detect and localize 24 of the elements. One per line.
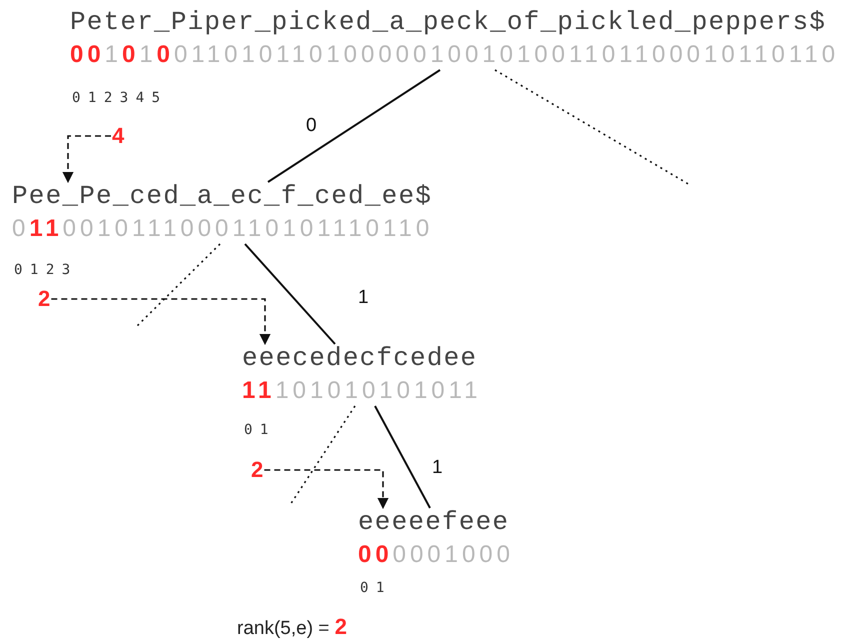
dotted-line bbox=[289, 406, 356, 506]
bit-vector: 11101010101011 bbox=[242, 376, 482, 406]
tree-branch-line bbox=[374, 406, 431, 508]
dashed-arrow bbox=[62, 135, 111, 184]
dashed-arrow bbox=[264, 469, 389, 510]
rank-count: 2 bbox=[38, 287, 50, 311]
rank-count: 4 bbox=[112, 124, 124, 148]
sequence-text: Pee_Pe_ced_a_ec_f_ced_ee$ bbox=[12, 182, 432, 210]
dotted-line bbox=[494, 69, 690, 186]
dashed-arrow bbox=[51, 298, 271, 346]
bit-vector: 000001000 bbox=[358, 540, 514, 570]
index-label: 01 bbox=[360, 580, 392, 596]
index-label: 01 bbox=[244, 422, 276, 438]
tree-branch-line bbox=[267, 69, 441, 183]
rank-result: rank(5,e) = 2 bbox=[237, 616, 347, 640]
bit-vector: 0110010111000110101110110 bbox=[12, 214, 434, 244]
sequence-text: eeeeefeee bbox=[358, 508, 510, 536]
dotted-line bbox=[134, 243, 221, 329]
sequence-text: Peter_Piper_picked_a_peck_of_pickled_peppers$ bbox=[70, 8, 826, 36]
sequence-text: eeecedecfcedee bbox=[242, 344, 478, 372]
rank-count: 2 bbox=[251, 458, 264, 482]
index-label: 0123 bbox=[14, 262, 78, 278]
index-label: 012345 bbox=[72, 90, 168, 106]
tree-branch-line bbox=[244, 243, 336, 345]
